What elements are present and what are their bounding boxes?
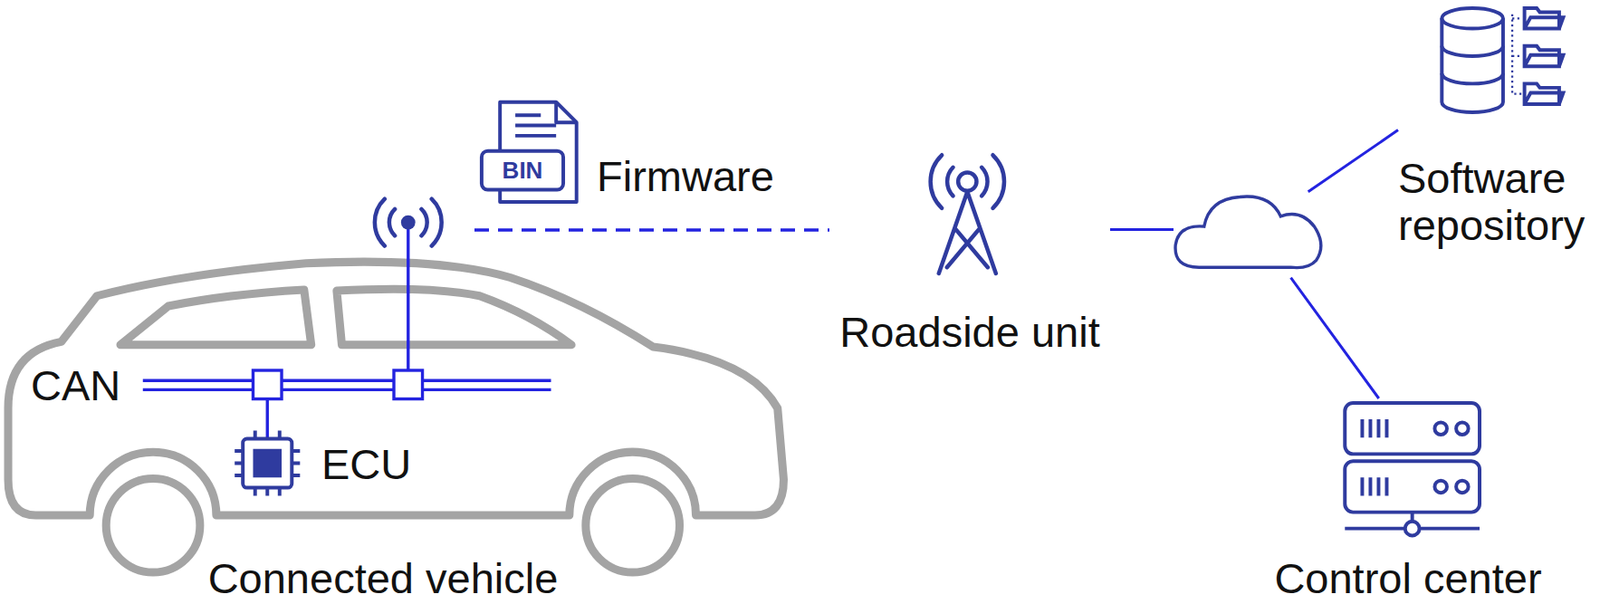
ecu-chip-icon (234, 430, 300, 496)
node-caption: ECU (321, 442, 412, 486)
can-bus (143, 222, 552, 440)
node-caption: Roadside unit (839, 310, 1100, 354)
car-wheel (585, 478, 681, 573)
server-light (1434, 421, 1447, 435)
bus-name: CAN (30, 364, 121, 407)
control-center: Control center (1263, 398, 1553, 600)
signal-arc (374, 199, 385, 247)
server-icon (1344, 402, 1480, 536)
folder-icon (1524, 83, 1564, 105)
antenna-icon (374, 199, 442, 247)
tower-frame (938, 191, 997, 274)
vehicle-group: Connected vehicle ECU (4, 229, 762, 600)
firmware-label: Firmware (596, 154, 775, 198)
node-caption: Connected vehicle (208, 556, 559, 600)
server-unit (1344, 402, 1480, 454)
server-light (1456, 421, 1469, 435)
document-fold (555, 102, 577, 124)
chip-body (242, 438, 292, 488)
signal-arc (981, 167, 987, 197)
car-window (336, 288, 572, 345)
node-caption: Control center (1274, 556, 1542, 600)
server-bars (1361, 419, 1387, 497)
database-bands (1441, 46, 1504, 85)
bus-node (393, 370, 423, 400)
folder-icon (1524, 46, 1564, 68)
network-link (1110, 229, 1380, 399)
database-body (1441, 18, 1504, 113)
signal-arc (421, 209, 427, 236)
server-light (1456, 480, 1469, 494)
database-top (1441, 8, 1504, 29)
antenna-dot (401, 215, 416, 230)
ecu-wire (266, 399, 269, 440)
roadside-unit: Roadside unit (829, 149, 1111, 354)
bus-line (143, 388, 552, 392)
software-repository: Software repository (1398, 4, 1599, 250)
server-port (1405, 521, 1420, 537)
car-window (120, 289, 312, 345)
signal-arc (431, 199, 442, 247)
signal-arc (930, 154, 943, 209)
bus-node (252, 370, 282, 400)
file-type: BIN (502, 158, 544, 183)
signal-arc (947, 167, 953, 197)
folder-icon (1524, 8, 1564, 29)
wireless-link (474, 228, 830, 232)
car-body (8, 261, 784, 516)
antenna-mast (406, 222, 410, 371)
tower-top (958, 172, 977, 191)
bus-line (143, 379, 552, 383)
server-light (1434, 480, 1447, 494)
network-link (1110, 130, 1399, 230)
tower-icon (930, 154, 1005, 274)
car-wheel (105, 478, 201, 573)
firmware-icon (481, 102, 577, 202)
signal-arc (992, 154, 1005, 209)
chip-core (252, 449, 282, 479)
ecu-unit: ECU (230, 439, 422, 489)
car-outline (8, 261, 784, 573)
cloud-icon (1175, 196, 1322, 269)
chip-pins (234, 430, 300, 496)
bin-tag (481, 151, 564, 191)
signal-arc (389, 209, 395, 236)
server-unit (1344, 460, 1480, 512)
node-caption: Software repository (1398, 154, 1599, 250)
document-lines (515, 114, 556, 136)
folder-links (1512, 14, 1523, 95)
database-icon (1441, 8, 1563, 113)
